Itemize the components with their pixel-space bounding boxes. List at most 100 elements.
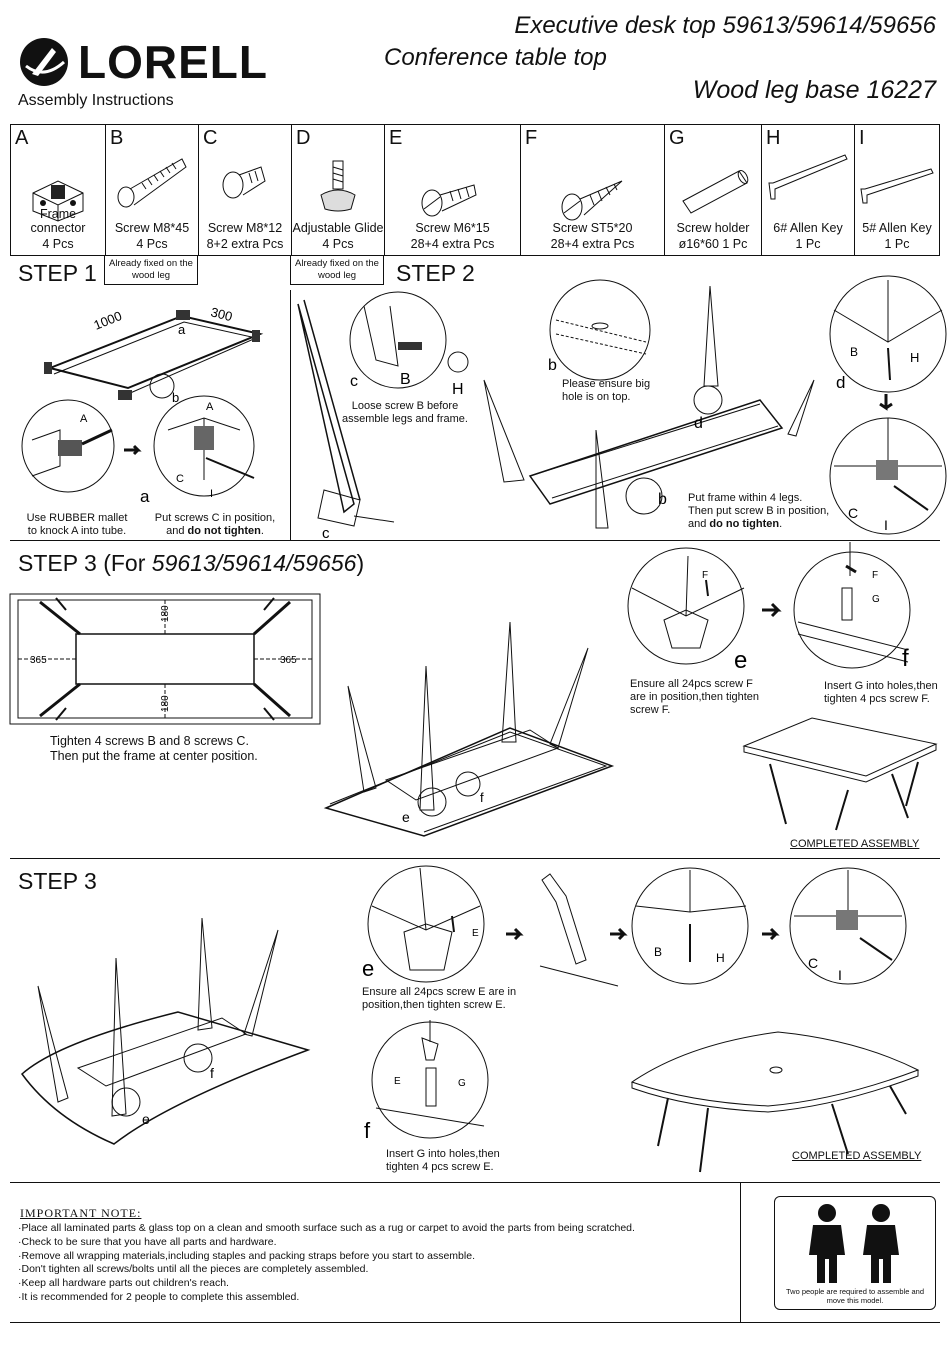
step1-title: STEP 1 [18, 260, 97, 286]
parts-table: A Frame connector 4 Pcs B Screw M8*45 4 … [10, 124, 940, 256]
part-name: Screw M8*12 [207, 221, 283, 235]
step3b-table-illustration: e f [20, 917, 311, 1145]
part-letter: D [296, 127, 311, 149]
part-qty: 4 Pcs [42, 237, 74, 251]
part-cell-c: C Screw M8*12 8+2 extra Pcs [198, 124, 292, 256]
label-a-large: a [140, 487, 150, 506]
part-qty: 8+2 extra Pcs [206, 237, 284, 251]
step1-caption-right: Put screws C in position, and do not tig… [154, 512, 276, 537]
part-qty: ø16*60 1 Pc [678, 237, 748, 251]
completed-assembly-3b: COMPLETED ASSEMBLY [792, 1150, 922, 1162]
assembly-subtitle: Assembly Instructions [18, 92, 174, 109]
section-divider [10, 540, 940, 541]
completed-desk-icon [742, 717, 938, 831]
svg-text:A: A [80, 413, 88, 425]
label-I-3b: I [838, 967, 842, 983]
label-E-e: E [472, 928, 479, 939]
section-divider-4 [10, 1322, 940, 1323]
part-cell-e: E Screw M6*15 28+4 extra Pcs [384, 124, 521, 256]
step2-title: STEP 2 [396, 260, 475, 286]
tabletop-plan-diagram: 180 180 365 365 [9, 593, 321, 725]
title-conference: Conference table top [384, 44, 607, 71]
two-people-caption: Two people are required to assemble and … [785, 1287, 924, 1305]
step3a-table-illustration: e f [323, 621, 615, 837]
loose-screw-caption: Loose screw B before assemble legs and f… [342, 400, 468, 425]
label-C-right: C [848, 505, 858, 521]
part-cell-d: D Adjustable Glide 4 Pcs [291, 124, 385, 256]
dim-1000: 1000 [92, 308, 124, 333]
part-cell-h: H 6# Allen Key 1 Pc [761, 124, 855, 256]
dim-180-bottom: 180 [160, 695, 171, 712]
label-d-frame: d [694, 415, 703, 432]
label-B-d: B [850, 345, 858, 359]
screw-m8x45-icon [117, 158, 187, 208]
label-F-f: F [872, 570, 878, 581]
ensure-f-caption: Ensure all 24pcs screw F are in position… [630, 678, 760, 716]
label-G-3b: G [458, 1078, 466, 1089]
part-name: 6# Allen Key [773, 221, 843, 235]
step1-caption-left: Use RUBBER mallet to knock A into tube. [26, 512, 128, 537]
label-a-small: a [178, 322, 186, 337]
part-name: Screw ST5*20 [552, 221, 633, 235]
frame-connector-icon [32, 180, 84, 222]
note-item: ·Keep all hardware parts out children's … [18, 1277, 229, 1290]
note-item: ·It is recommended for 2 people to compl… [18, 1290, 300, 1303]
part-cell-a: A Frame connector 4 Pcs [10, 124, 106, 256]
part-letter: F [525, 127, 538, 149]
label-C-3b: C [808, 955, 818, 971]
svg-text:C: C [176, 473, 184, 485]
note-item: ·Place all laminated parts & glass top o… [18, 1222, 635, 1234]
two-people-icon [809, 1204, 899, 1283]
completed-conference-table-icon [630, 1031, 920, 1173]
part-letter: B [110, 127, 124, 149]
label-F-e: F [702, 570, 708, 581]
step3b-detail-f: E G f [364, 1020, 489, 1143]
svg-text:I: I [210, 488, 213, 500]
step3a-detail-ef: F e F G f [627, 542, 911, 674]
label-f-3a: f [480, 790, 484, 805]
part-cell-f: F Screw ST5*20 28+4 extra Pcs [520, 124, 665, 256]
two-people-box: Two people are required to assemble and … [774, 1196, 936, 1310]
label-b-hole: b [548, 357, 557, 374]
screw-holder-icon [682, 170, 749, 214]
insert-g-f-caption: Insert G into holes,then tighten 4 pcs s… [824, 680, 938, 705]
label-G-f: G [872, 594, 880, 605]
part-name: 5# Allen Key [862, 221, 932, 235]
brand-name: LORELL [78, 36, 268, 88]
insert-g-e-caption: Insert G into holes,then tighten 4 pcs s… [386, 1148, 500, 1173]
dim-365-right: 365 [280, 655, 297, 666]
part-qty: 1 Pc [884, 237, 910, 251]
label-B-detail: B [400, 371, 411, 388]
screw-m8x12-icon [222, 166, 266, 199]
label-f-detail: f [902, 645, 909, 672]
tighten-caption: Tighten 4 screws B and 8 screws C. Then … [50, 734, 258, 763]
allen-key-6-icon [768, 154, 848, 200]
important-note-title: IMPORTANT NOTE: [20, 1206, 142, 1220]
title-desk-top: Executive desk top 59613/59614/59656 [514, 12, 936, 39]
lorell-emblem-icon [20, 38, 68, 86]
label-E-f: E [394, 1076, 401, 1087]
dim-300: 300 [209, 304, 234, 324]
label-H-3b: H [716, 951, 725, 965]
step3b-detail-row: E e B H C I [362, 865, 907, 987]
label-b-frame: b [658, 491, 667, 508]
label-c-leg: c [322, 525, 330, 542]
part-letter: I [859, 127, 865, 149]
label-f-3b-detail: f [364, 1118, 371, 1143]
ensure-e-caption: Ensure all 24pcs screw E are in position… [362, 986, 517, 1011]
part-qty: 28+4 extra Pcs [410, 237, 495, 251]
part-qty: 1 Pc [795, 237, 821, 251]
adjustable-glide-icon [320, 160, 356, 212]
note-item: ·Remove all wrapping materials,including… [18, 1249, 475, 1262]
label-B-3b: B [654, 945, 662, 959]
part-cell-b: B Screw M8*45 4 Pcs [105, 124, 199, 256]
screw-m6x15-icon [421, 184, 477, 217]
part-name: Adjustable Glide [292, 221, 384, 235]
step3a-title: STEP 3 (For 59613/59614/59656) [18, 550, 365, 576]
part-letter: A [15, 127, 29, 149]
note-item: ·Check to be sure that you have all part… [18, 1235, 277, 1248]
label-d-right: d [836, 373, 845, 392]
label-e-3b: e [142, 1111, 150, 1127]
part-name: Frame connector [30, 207, 86, 235]
step3b-title: STEP 3 [18, 868, 97, 894]
